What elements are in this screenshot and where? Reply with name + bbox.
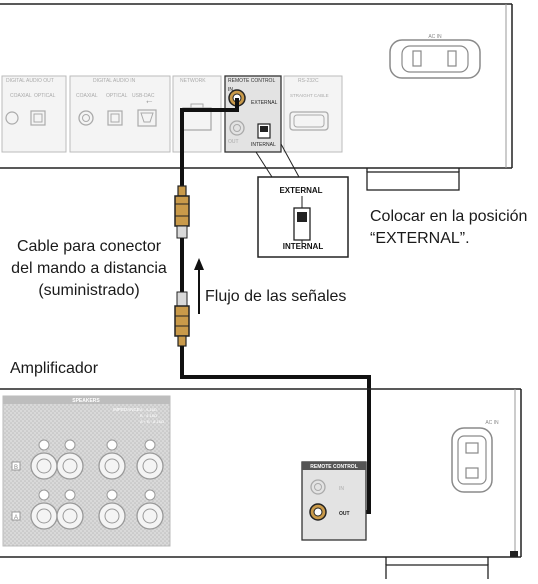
remote-in-label: IN	[228, 87, 233, 93]
straight-cable-label: STRAIGHT CABLE	[290, 93, 329, 98]
speaker-b-label: B	[14, 465, 18, 471]
remote-external-label: EXTERNAL	[251, 100, 278, 106]
impedance-ab-label: A + B : 8-16Ω	[140, 419, 164, 424]
bottom-cable-plug	[176, 291, 188, 307]
source-device-rear-panel: AC IN DIGITAL AUDIO OUT COAXIAL OPTICAL …	[0, 3, 513, 191]
coaxial-out-label: COAXIAL	[10, 93, 32, 99]
switch-zoom-callout: EXTERNAL INTERNAL	[255, 143, 349, 258]
signal-flow-arrow	[194, 258, 204, 314]
impedance-b-label: B : 4-16Ω	[140, 413, 157, 418]
amp-remote-out-label: OUT	[339, 511, 350, 517]
optical-out-label: OPTICAL	[34, 93, 56, 99]
amp-ac-in-inlet: AC IN	[451, 420, 499, 493]
signal-flow-label: Flujo de las señales	[205, 288, 347, 305]
ac-in-label: AC IN	[428, 34, 442, 40]
amp-remote-in-jack	[310, 479, 326, 495]
rs232c-label: RS-232C	[298, 78, 319, 84]
ac-in-inlet: AC IN	[389, 34, 481, 79]
speakers-panel: SPEAKERS IMPEDANCE A : 4-16Ω B : 4-16Ω A…	[2, 395, 171, 547]
zoom-internal-label: INTERNAL	[283, 242, 324, 251]
instruction-line2: “EXTERNAL”.	[370, 230, 470, 247]
remote-control-section: REMOTE CONTROL IN EXTERNAL OUT INTERNAL	[224, 75, 282, 153]
usb-icon: ⭠	[146, 97, 153, 106]
impedance-label: IMPEDANCE	[113, 407, 140, 412]
network-label: NETWORK	[180, 78, 206, 84]
amp-remote-control-label: REMOTE CONTROL	[310, 464, 358, 470]
digital-audio-out-section: DIGITAL AUDIO OUT COAXIAL OPTICAL	[1, 75, 67, 153]
amp-remote-in-label: IN	[339, 486, 344, 492]
top-cable-plug	[177, 185, 187, 197]
cable-label-line3: (suministrado)	[38, 282, 140, 299]
rs232c-section: RS-232C STRAIGHT CABLE	[283, 75, 343, 153]
cable-label: Cable para conector del mando a distanci…	[2, 236, 176, 302]
digital-audio-in-label: DIGITAL AUDIO IN	[93, 78, 136, 84]
zoom-external-label: EXTERNAL	[279, 186, 322, 195]
usb-dac-label: USB-DAC	[132, 93, 155, 99]
amp-remote-control-section: REMOTE CONTROL IN OUT	[301, 461, 367, 541]
amplifier-title: Amplificador	[10, 360, 99, 377]
remote-control-label: REMOTE CONTROL	[228, 78, 275, 84]
instruction-line1: Colocar en la posición	[370, 208, 528, 225]
amp-foot	[385, 564, 489, 579]
remote-internal-label: INTERNAL	[251, 142, 276, 148]
speaker-a-label: A	[14, 515, 18, 521]
top-device-foot	[366, 171, 460, 191]
cable-label-line1: Cable para conector	[16, 238, 162, 255]
impedance-a-label: A : 4-16Ω	[140, 407, 157, 412]
instruction-text: Colocar en la posición “EXTERNAL”.	[370, 206, 527, 250]
remote-out-jack	[229, 120, 245, 136]
speakers-label: SPEAKERS	[72, 398, 100, 404]
optical-in-label: OPTICAL	[106, 93, 128, 99]
cable-label-line2: del mando a distancia	[11, 260, 167, 277]
coaxial-in-label: COAXIAL	[76, 93, 98, 99]
amplifier-rear-panel: SPEAKERS IMPEDANCE A : 4-16Ω B : 4-16Ω A…	[0, 388, 522, 579]
amp-ac-in-label: AC IN	[485, 420, 499, 426]
remote-out-label: OUT	[228, 139, 239, 145]
digital-audio-in-section: DIGITAL AUDIO IN COAXIAL OPTICAL USB-DAC…	[69, 75, 171, 153]
digital-audio-out-label: DIGITAL AUDIO OUT	[6, 78, 54, 84]
